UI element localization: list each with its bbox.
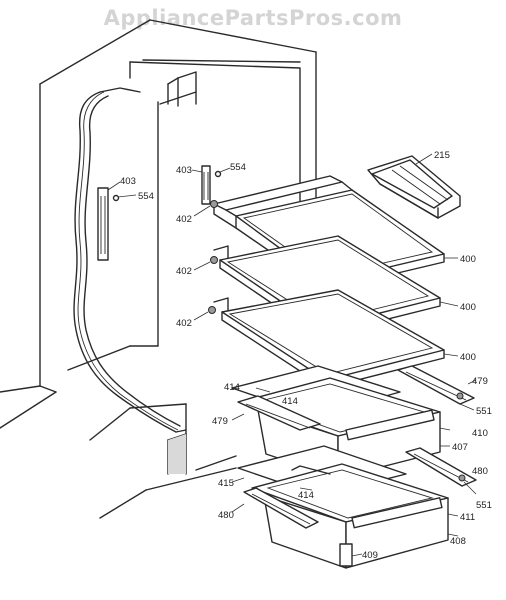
label-402c: 402 — [176, 318, 192, 329]
right-shelf-support — [191, 165, 231, 205]
label-479a: 479 — [472, 376, 488, 387]
label-410: 410 — [472, 428, 488, 439]
crisper-drawer-lower — [251, 463, 459, 569]
label-415: 415 — [218, 478, 234, 489]
label-407: 407 — [452, 442, 468, 453]
label-403a: 403 — [120, 176, 136, 187]
label-400c: 400 — [460, 352, 476, 363]
dairy-bin — [367, 153, 461, 219]
right-drawer-slide-upper — [397, 365, 477, 411]
label-414c: 414 — [298, 490, 314, 501]
label-414a: 414 — [224, 382, 240, 393]
label-480b: 480 — [218, 510, 234, 521]
label-554b: 554 — [230, 162, 246, 173]
left-drawer-slide-lower — [231, 487, 319, 529]
label-551a: 551 — [476, 406, 492, 417]
label-479b: 479 — [212, 416, 228, 427]
label-408: 408 — [450, 536, 466, 547]
right-drawer-slide-lower — [405, 447, 477, 495]
left-shelf-support — [97, 181, 137, 261]
label-480a: 480 — [472, 466, 488, 477]
label-551b: 551 — [476, 500, 492, 511]
label-411: 411 — [460, 512, 475, 523]
label-400a: 400 — [460, 254, 476, 265]
door-gasket — [73, 87, 187, 433]
part-labels: 403 554 403 554 215 402 402 402 400 400 … — [120, 150, 492, 561]
label-402b: 402 — [176, 266, 192, 277]
label-215: 215 — [434, 150, 450, 161]
cabinet-liner — [0, 19, 317, 519]
label-402a: 402 — [176, 214, 192, 225]
label-400b: 400 — [460, 302, 476, 313]
label-409: 409 — [362, 550, 378, 561]
label-403b: 403 — [176, 165, 192, 176]
label-414b: 414 — [282, 396, 298, 407]
watermark: AppliancePartsPros.com — [103, 6, 403, 30]
label-554a: 554 — [138, 191, 154, 202]
